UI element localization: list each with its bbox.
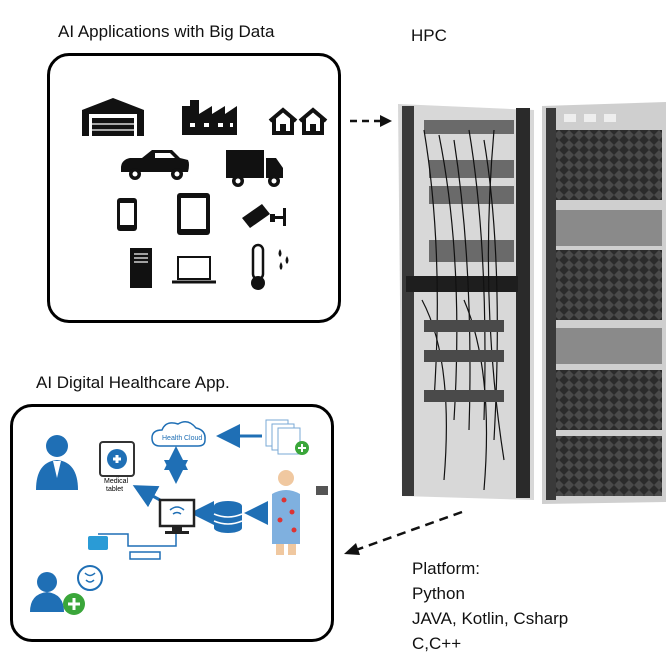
platform-line-3: C,C++: [412, 634, 462, 653]
tablet-label-line2: tablet: [106, 486, 123, 493]
hpc-title: HPC: [411, 26, 447, 45]
tablet-label-line1: Medical: [104, 478, 129, 485]
monitor-icon: [158, 498, 196, 534]
cloud-label-line2: Cloud: [184, 435, 202, 442]
warehouse-icon: [82, 98, 144, 136]
platform-list: Platform: Python JAVA, Kotlin, Csharp C,…: [412, 556, 568, 656]
server-tower-icon: [130, 248, 152, 288]
thermometer-humidity-icon: [251, 243, 289, 290]
ai-big-data-title: AI Applications with Big Data: [58, 22, 275, 41]
platform-line-2: JAVA, Kotlin, Csharp: [412, 609, 569, 628]
hpc-rack-photo: [398, 102, 666, 504]
database-icon: [213, 501, 243, 533]
car-icon: [121, 150, 189, 180]
truck-icon: [226, 150, 283, 187]
smartphone-icon: [117, 198, 137, 231]
medical-documents-icon: [265, 419, 309, 455]
switch-icon: [129, 551, 161, 560]
laptop-icon: [172, 256, 216, 284]
patient-touch-icon: [30, 565, 103, 615]
healthcare-title: AI Digital Healthcare App.: [36, 373, 230, 392]
tablet-icon: [177, 193, 210, 235]
patient-sensors-icon: [272, 470, 328, 555]
router-icon: [88, 536, 108, 550]
cloud-label-line1: Health: [162, 435, 182, 442]
platform-line-1: Python: [412, 584, 465, 603]
doctor-icon: [36, 435, 78, 490]
factory-icon: [182, 100, 237, 135]
platform-heading: Platform:: [412, 559, 481, 578]
health-cloud-icon: [151, 421, 206, 447]
security-camera-icon: [242, 204, 286, 228]
medical-tablet-icon: [99, 441, 135, 477]
